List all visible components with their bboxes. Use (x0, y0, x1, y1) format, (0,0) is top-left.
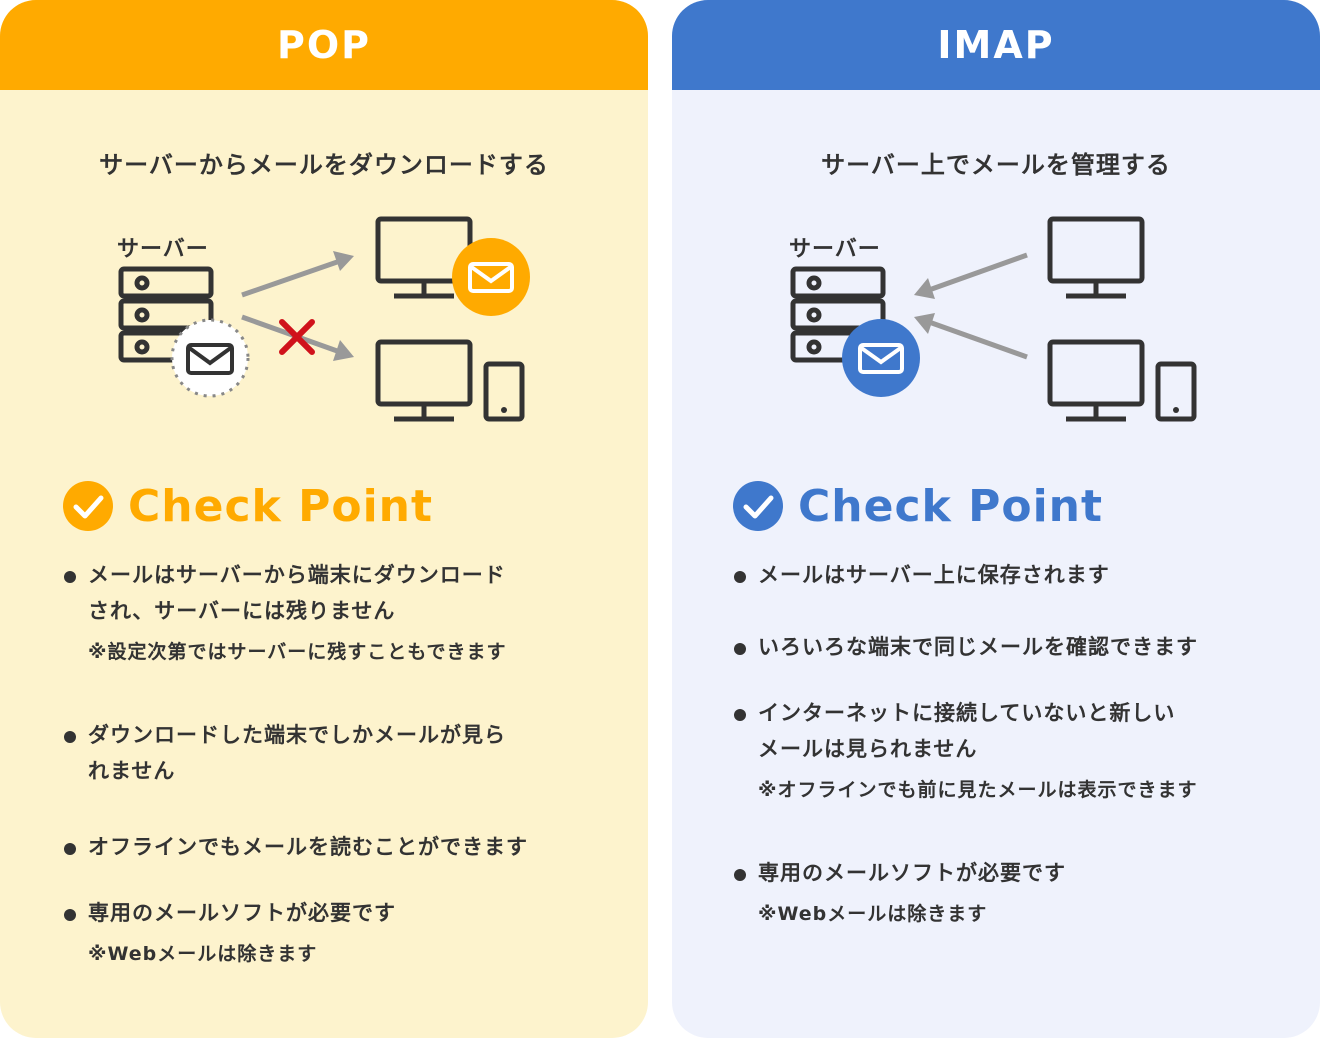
mail-icon (170, 318, 250, 398)
list-item: メールはサーバー上に保存されます (732, 557, 1292, 593)
pop-header: POP (0, 0, 648, 90)
check-point-title: Check Point (128, 480, 434, 532)
mail-icon (452, 238, 530, 316)
point-text: メールはサーバーから端末にダウンロード (88, 563, 506, 587)
pop-card: POP サーバーからメールをダウンロードする サーバー (0, 0, 648, 1038)
imap-subtitle: サーバー上でメールを管理する (821, 151, 1171, 179)
imap-header: IMAP (672, 0, 1320, 90)
imap-server-label: サーバー (789, 237, 881, 262)
arrow-icon (914, 252, 1028, 360)
list-item: メールはサーバーから端末にダウンロード され、サーバーには残りません ※設定次第… (62, 557, 622, 667)
list-item: 専用のメールソフトが必要です ※Webメールは除きます (732, 855, 1292, 929)
list-item: インターネットに接続していないと新しい メールは見られません ※オフラインでも前… (732, 695, 1292, 805)
point-text: され、サーバーには残りません (88, 599, 396, 623)
point-text: オフラインでもメールを読むことができます (88, 835, 528, 859)
smartphone-icon (1155, 361, 1197, 422)
point-text: 専用のメールソフトが必要です (88, 901, 396, 925)
list-item: いろいろな端末で同じメールを確認できます (732, 629, 1292, 665)
check-point-title: Check Point (798, 480, 1104, 532)
bullet-icon (64, 843, 76, 855)
point-text: いろいろな端末で同じメールを確認できます (758, 635, 1198, 659)
bullet-icon (734, 709, 746, 721)
list-item: ダウンロードした端末でしかメールが見ら れません (62, 717, 622, 789)
imap-card: IMAP サーバー上でメールを管理する サーバー (672, 0, 1320, 1038)
point-note: ※オフラインでも前に見たメールは表示できます (758, 779, 1198, 801)
bullet-icon (64, 571, 76, 583)
pop-server-label: サーバー (117, 237, 209, 262)
imap-diagram: サーバー (672, 205, 1320, 435)
point-text: インターネットに接続していないと新しい (758, 701, 1176, 725)
point-text: 専用のメールソフトが必要です (758, 861, 1066, 885)
point-text: メールはサーバー上に保存されます (758, 563, 1110, 587)
monitor-icon (1047, 216, 1145, 299)
point-text: ダウンロードした端末でしかメールが見ら (88, 723, 506, 747)
monitor-icon (1047, 339, 1145, 422)
monitor-icon (375, 339, 473, 422)
list-item: オフラインでもメールを読むことができます (62, 829, 622, 865)
list-item: 専用のメールソフトが必要です ※Webメールは除きます (62, 895, 622, 969)
bullet-icon (64, 909, 76, 921)
check-circle-icon (733, 481, 783, 531)
arrow-icon (241, 251, 354, 361)
pop-diagram: サーバー (0, 205, 648, 435)
bullet-icon (734, 643, 746, 655)
cross-icon (279, 319, 315, 355)
point-text: メールは見られません (758, 737, 978, 761)
check-circle-icon (63, 481, 113, 531)
mail-icon (842, 319, 920, 397)
point-note: ※Webメールは除きます (758, 903, 988, 925)
bullet-icon (64, 731, 76, 743)
bullet-icon (734, 869, 746, 881)
point-note: ※Webメールは除きます (88, 943, 318, 965)
bullet-icon (734, 571, 746, 583)
pop-subtitle: サーバーからメールをダウンロードする (99, 151, 549, 179)
point-text: れません (88, 759, 176, 783)
point-note: ※設定次第ではサーバーに残すこともできます (88, 641, 507, 663)
smartphone-icon (483, 361, 525, 422)
pop-check-point: Check Point (62, 480, 433, 532)
imap-check-point: Check Point (732, 480, 1103, 532)
